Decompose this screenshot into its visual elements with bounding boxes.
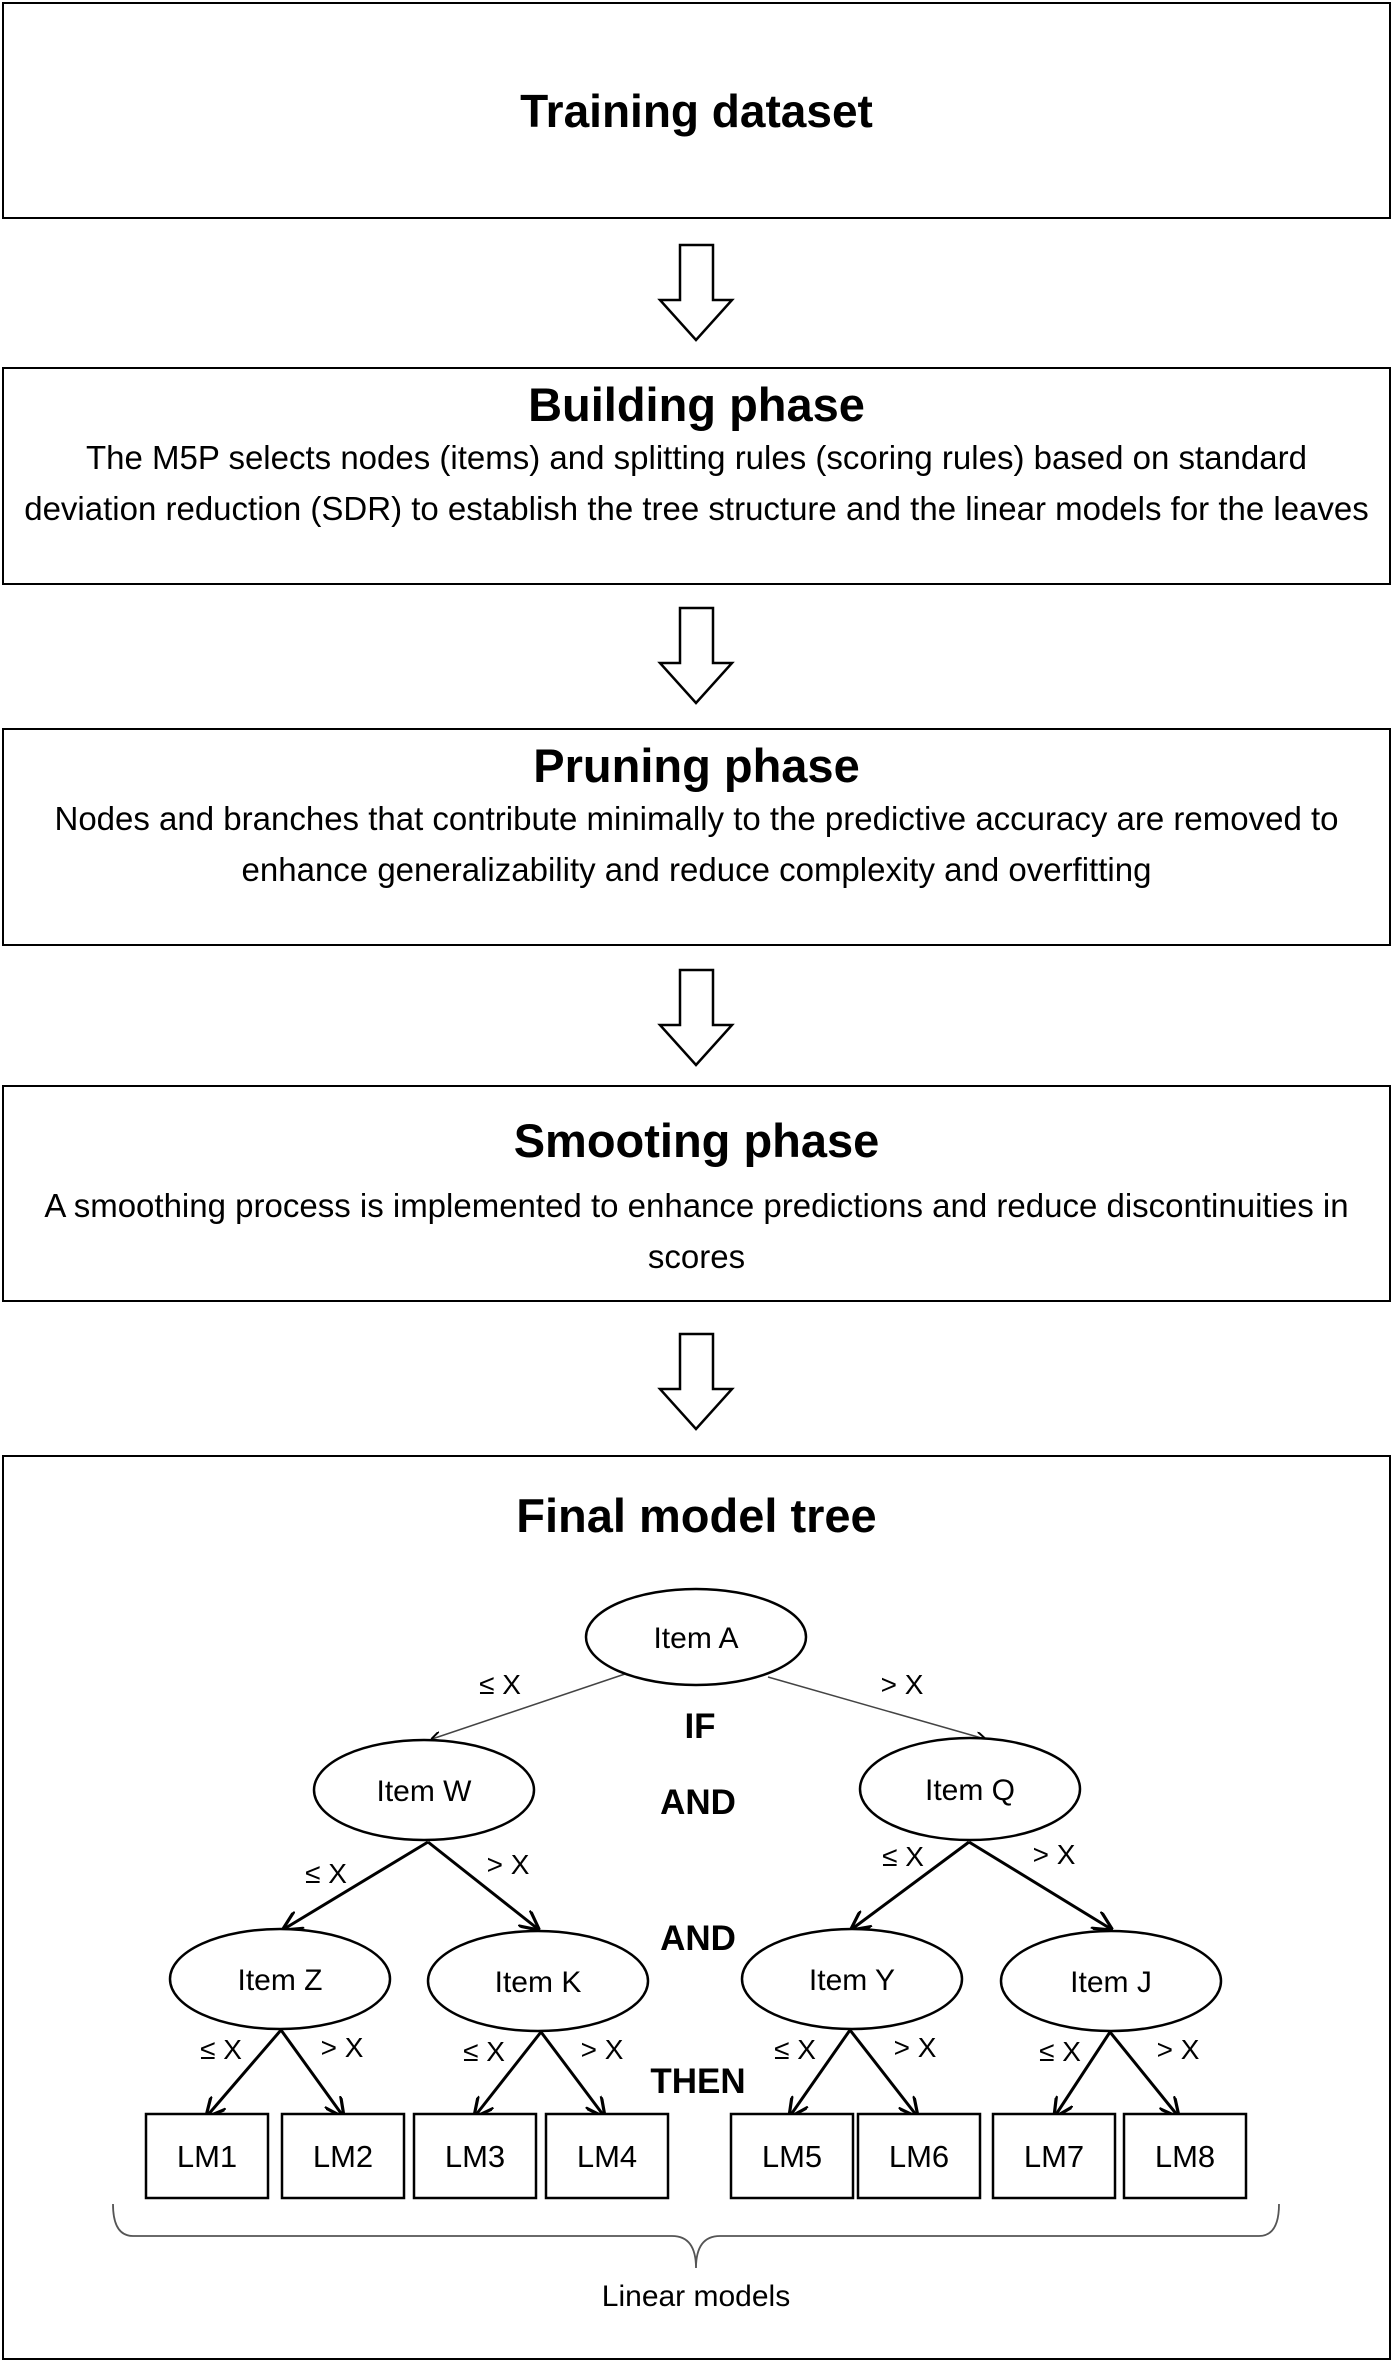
node-item-j	[999, 1929, 1223, 2033]
leaf-lm4	[544, 2112, 670, 2200]
building-phase-box: Building phase The M5P selects nodes (it…	[2, 367, 1391, 585]
split-root-le: ≤ X	[479, 1669, 521, 1700]
split-z-gt: > X	[321, 2032, 364, 2063]
training-dataset-title: Training dataset	[520, 85, 873, 137]
split-j-gt: > X	[1157, 2034, 1200, 2065]
node-item-j-label: Item J	[1070, 1966, 1152, 1999]
leaf-lm8-label: LM8	[1155, 2139, 1215, 2174]
leaf-lm2-label: LM2	[313, 2139, 373, 2174]
split-y-gt: > X	[894, 2032, 937, 2063]
leaf-lm7	[991, 2112, 1117, 2200]
split-w-gt: > X	[487, 1849, 530, 1880]
leaf-lm6-label: LM6	[889, 2139, 949, 2174]
node-item-k-label: Item K	[495, 1966, 582, 1999]
edge-y-lm5	[790, 2029, 852, 2116]
edge-q-y	[852, 1840, 970, 1929]
split-w-le: ≤ X	[305, 1858, 347, 1889]
split-root-gt: > X	[881, 1669, 924, 1700]
down-arrow-2	[657, 606, 735, 705]
split-k-gt: > X	[581, 2034, 624, 2065]
split-y-le: ≤ X	[774, 2034, 816, 2065]
leaf-lm4-label: LM4	[577, 2139, 637, 2174]
node-item-a	[584, 1587, 808, 1687]
building-phase-description: The M5P selects nodes (items) and splitt…	[24, 439, 1369, 527]
keyword-then: THEN	[650, 2062, 745, 2101]
edge-k-lm4	[539, 2031, 604, 2116]
keyword-if: IF	[684, 1707, 715, 1746]
node-item-w-label: Item W	[377, 1775, 473, 1808]
edge-z-lm1	[207, 2029, 283, 2116]
edge-j-lm7	[1055, 2031, 1112, 2116]
down-arrow-4	[657, 1332, 735, 1431]
keyword-and-2: AND	[660, 1919, 736, 1958]
edge-root-right	[767, 1676, 985, 1739]
leaf-lm5	[729, 2112, 855, 2200]
edge-root-left	[432, 1673, 626, 1739]
leaf-lm2	[280, 2112, 406, 2200]
pruning-phase-description: Nodes and branches that contribute minim…	[54, 800, 1339, 888]
pruning-phase-title: Pruning phase	[533, 739, 860, 792]
split-k-le: ≤ X	[463, 2036, 505, 2067]
node-item-z-label: Item Z	[237, 1964, 322, 1997]
split-j-le: ≤ X	[1039, 2036, 1081, 2067]
edge-k-lm3	[475, 2031, 543, 2116]
final-model-tree-title: Final model tree	[516, 1489, 877, 1542]
building-phase-title: Building phase	[528, 378, 865, 431]
node-item-a-label: Item A	[653, 1622, 738, 1655]
edge-y-lm6	[848, 2029, 917, 2116]
leaf-lm1	[144, 2112, 270, 2200]
down-arrow-1	[657, 243, 735, 342]
leaf-lm6	[856, 2112, 982, 2200]
split-q-gt: > X	[1033, 1839, 1076, 1870]
leaf-lm8	[1122, 2112, 1248, 2200]
node-item-q	[858, 1736, 1082, 1842]
edge-j-lm8	[1108, 2031, 1178, 2116]
leaf-lm3-label: LM3	[445, 2139, 505, 2174]
linear-models-label: Linear models	[602, 2280, 790, 2313]
node-item-w	[312, 1738, 536, 1842]
node-item-y-label: Item Y	[809, 1964, 895, 1997]
down-arrow-3	[657, 968, 735, 1067]
split-z-le: ≤ X	[200, 2034, 242, 2065]
leaf-lm7-label: LM7	[1024, 2139, 1084, 2174]
node-item-z	[168, 1927, 392, 2031]
node-item-y	[740, 1927, 964, 2031]
keyword-and-1: AND	[660, 1783, 736, 1822]
edge-q-j	[968, 1840, 1111, 1929]
training-dataset-box: Training dataset	[2, 2, 1391, 219]
smoothing-phase-description: A smoothing process is implemented to en…	[44, 1187, 1349, 1275]
smoothing-phase-title: Smooting phase	[513, 1114, 880, 1167]
split-q-le: ≤ X	[882, 1841, 924, 1872]
smoothing-phase-box: Smooting phase A smoothing process is im…	[2, 1085, 1391, 1302]
node-item-k	[426, 1929, 650, 2033]
edge-w-z	[284, 1840, 429, 1929]
pruning-phase-box: Pruning phase Nodes and branches that co…	[2, 728, 1391, 946]
leaf-lm5-label: LM5	[762, 2139, 822, 2174]
leaf-lm1-label: LM1	[177, 2139, 237, 2174]
linear-models-brace	[112, 2203, 1280, 2269]
edge-z-lm2	[279, 2029, 343, 2116]
node-item-q-label: Item Q	[925, 1774, 1015, 1807]
leaf-lm3	[412, 2112, 538, 2200]
edge-w-k	[427, 1840, 538, 1929]
